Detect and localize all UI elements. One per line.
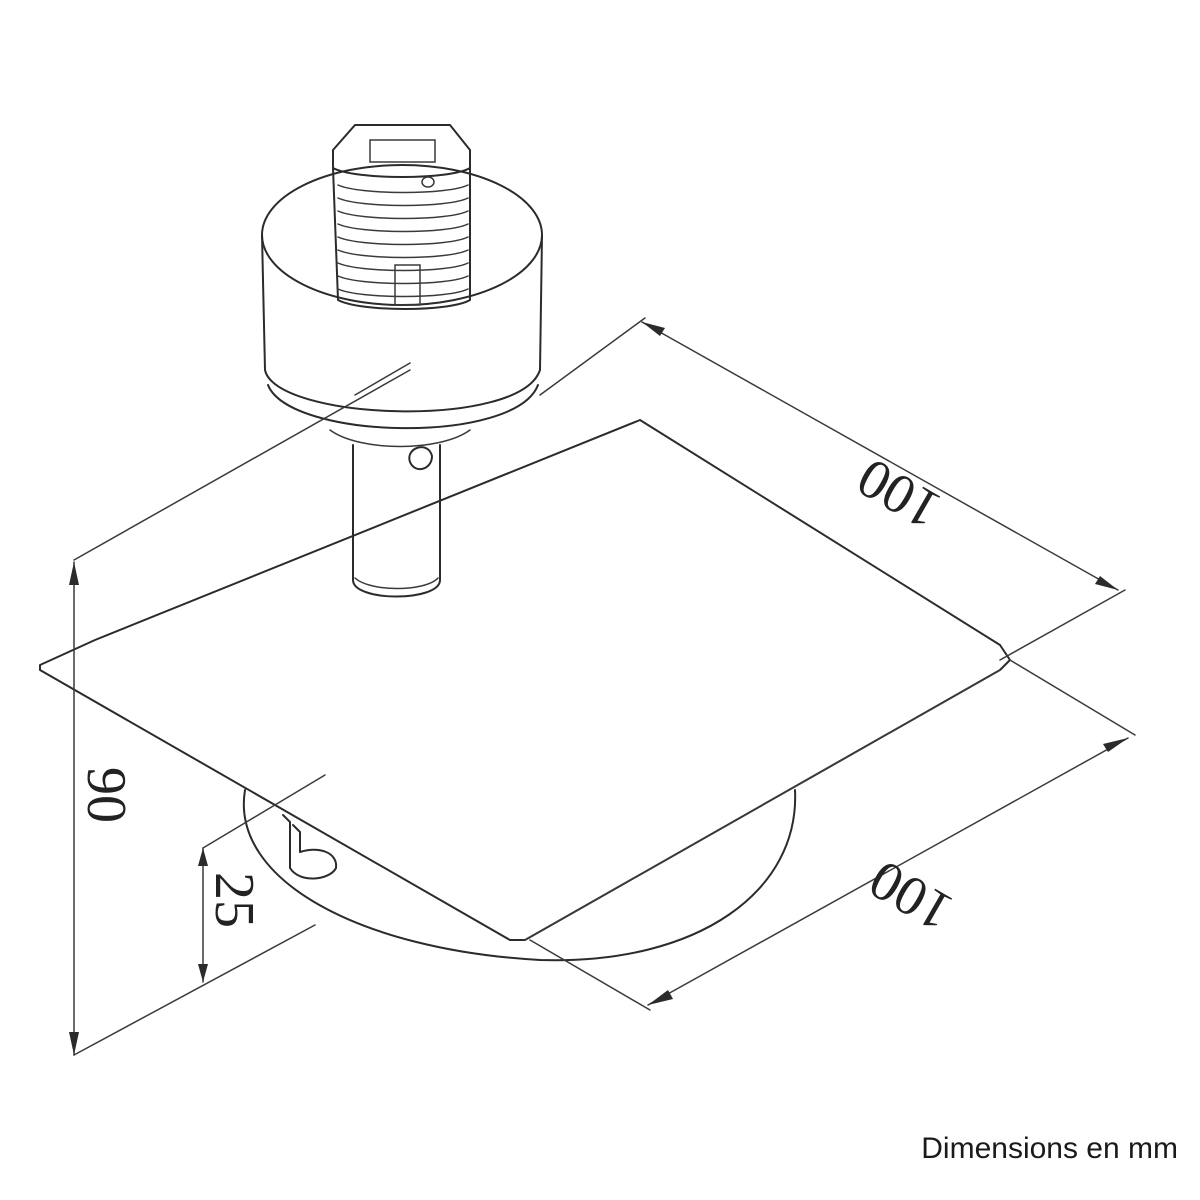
cup-base — [329, 429, 471, 448]
leader-line — [354, 362, 411, 396]
bottom-round-plate — [242, 789, 797, 962]
stem-screw — [408, 446, 433, 471]
socket-head-window — [369, 139, 436, 163]
keyhole-slot — [282, 814, 338, 880]
dim-label-top-width: 100 — [847, 446, 951, 542]
socket-threads — [337, 184, 469, 298]
socket-body — [332, 164, 471, 310]
dimension-height: 90 — [69, 369, 411, 1056]
cup-lower-ring — [267, 384, 539, 430]
plate-edge-line — [524, 669, 1001, 941]
socket-slot — [394, 264, 421, 306]
dim-label-offset: 25 — [203, 872, 265, 928]
dimension-bottom-width: 100 — [529, 659, 1136, 1011]
socket-head — [332, 124, 471, 178]
dimension-offset: 25 — [198, 774, 326, 983]
dim-label-height: 90 — [75, 767, 137, 823]
units-caption: Dimensions en mm — [921, 1132, 1178, 1165]
dimension-top-width: 100 — [539, 317, 1126, 661]
socket-pin — [421, 176, 435, 188]
stem-bottom-ring — [354, 577, 439, 590]
cup-body — [261, 234, 543, 413]
stem — [352, 444, 441, 598]
dim-label-bottom-width: 100 — [859, 848, 963, 944]
